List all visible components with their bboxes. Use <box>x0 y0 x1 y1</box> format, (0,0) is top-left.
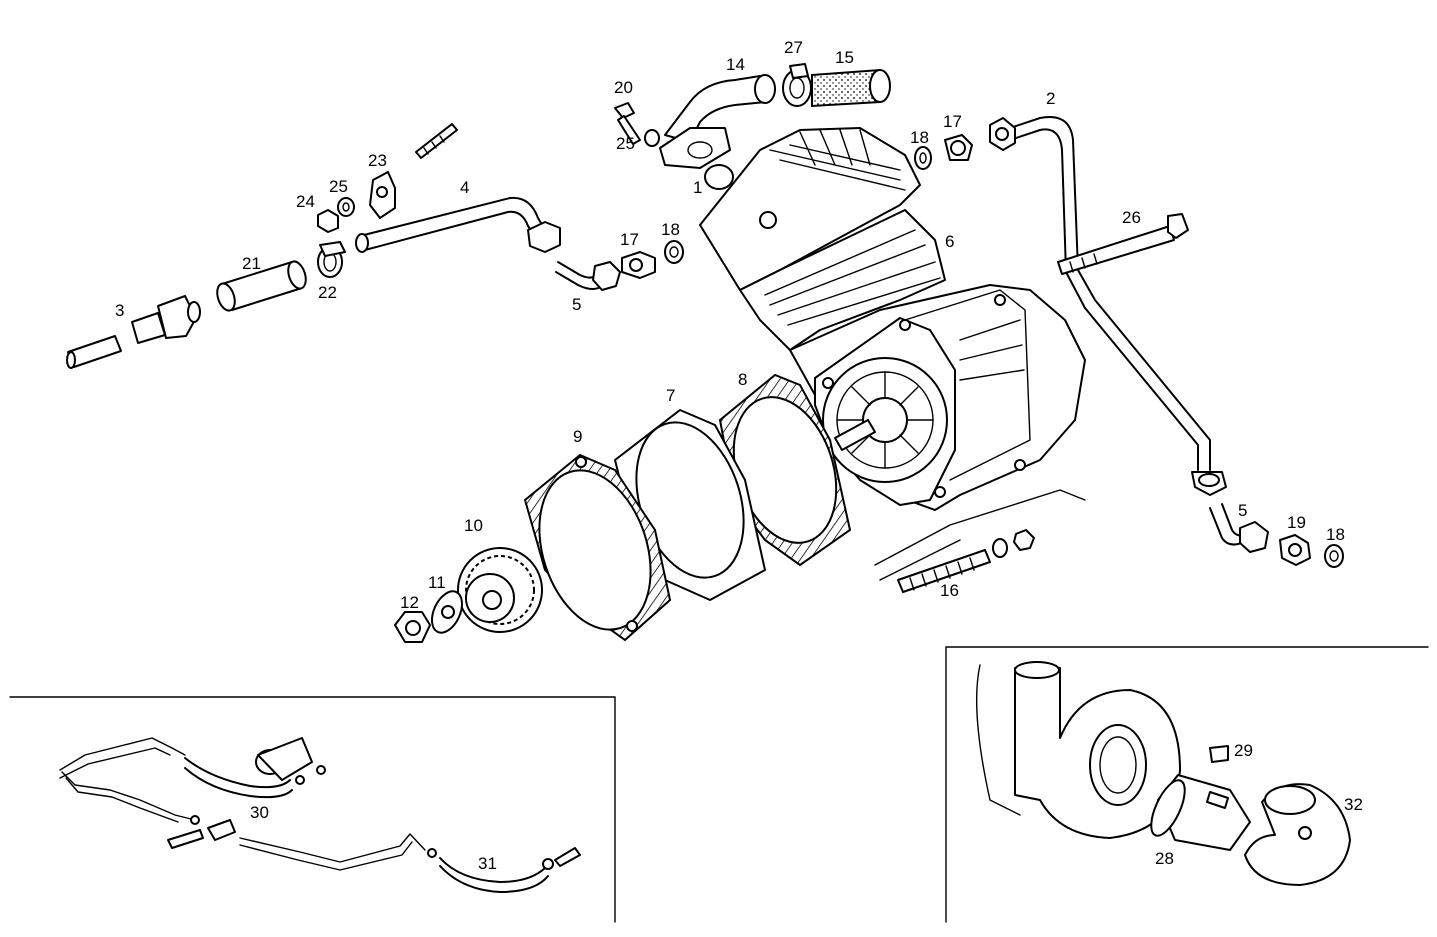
callout-23: 23 <box>368 151 387 170</box>
oring-1 <box>704 164 734 190</box>
callout-5-left: 5 <box>572 295 581 314</box>
hose-15 <box>811 68 891 108</box>
callout-3: 3 <box>115 301 124 320</box>
hose-21 <box>216 260 307 312</box>
bracket-23 <box>369 171 396 219</box>
callout-18-left: 18 <box>661 220 680 239</box>
callout-30: 30 <box>250 803 269 822</box>
compressor-body <box>699 127 1086 581</box>
elbow-32 <box>1244 783 1351 886</box>
callout-5-right: 5 <box>1238 501 1247 520</box>
callout-31: 31 <box>478 854 497 873</box>
callout-19: 19 <box>1287 513 1306 532</box>
nut-24 <box>317 209 339 233</box>
inset-right-frame <box>945 646 1429 923</box>
callout-16: 16 <box>940 581 959 600</box>
nut-12 <box>394 611 431 643</box>
clamp-22 <box>317 241 346 278</box>
callout-28: 28 <box>1155 849 1174 868</box>
clamp-27 <box>782 63 812 107</box>
adapter-28 <box>1150 774 1251 851</box>
washer-25-upper <box>644 129 660 147</box>
callout-29: 29 <box>1234 741 1253 760</box>
callout-25-upper: 25 <box>616 134 635 153</box>
gear-10 <box>457 547 543 633</box>
pipe-14 <box>659 74 776 169</box>
callout-14: 14 <box>726 55 745 74</box>
elbow-5-right <box>1209 503 1269 553</box>
callout-8: 8 <box>738 370 747 389</box>
pipe-2 <box>989 116 1227 496</box>
fitting-17-left <box>621 251 656 279</box>
inset-bolts <box>167 815 236 849</box>
bolt-20 <box>614 102 641 145</box>
callout-1: 1 <box>693 178 702 197</box>
callout-11: 11 <box>428 573 446 592</box>
turbo-housing <box>975 661 1181 839</box>
callout-15: 15 <box>835 48 854 67</box>
callout-22: 22 <box>318 283 337 302</box>
callout-17-right: 17 <box>943 112 962 131</box>
callout-25-left: 25 <box>329 177 348 196</box>
elbow-5-left <box>555 261 621 291</box>
callout-labels: 1 2 3 4 5 5 6 7 8 9 10 11 12 14 15 16 17… <box>115 38 1363 873</box>
callout-24: 24 <box>296 192 315 211</box>
callout-18-right: 18 <box>1326 525 1345 544</box>
hose-31 <box>427 847 581 893</box>
hose-30 <box>184 737 326 799</box>
callout-20: 20 <box>614 78 633 97</box>
callout-21: 21 <box>242 254 261 273</box>
stud-16 <box>897 529 1035 593</box>
callout-4: 4 <box>460 178 469 197</box>
bolt-26 <box>1057 213 1189 275</box>
callout-17-left: 17 <box>620 230 639 249</box>
washer-18-right <box>1324 544 1344 568</box>
callout-7: 7 <box>666 386 675 405</box>
fitting-3 <box>131 295 201 344</box>
washer-25-left <box>337 197 355 217</box>
callout-32: 32 <box>1344 795 1363 814</box>
callout-26: 26 <box>1122 208 1141 227</box>
washer-18-upper <box>914 146 932 170</box>
inset-pipe-system <box>59 737 426 871</box>
gasket-9 <box>523 453 672 642</box>
callout-27: 27 <box>784 38 803 57</box>
tube-stub-3 <box>66 335 122 369</box>
fitting-17-right <box>944 134 973 161</box>
callout-12: 12 <box>400 593 419 612</box>
washer-11 <box>430 590 464 634</box>
callout-18-upper: 18 <box>910 128 929 147</box>
callout-2: 2 <box>1046 89 1055 108</box>
callout-9: 9 <box>573 427 582 446</box>
callout-10: 10 <box>464 516 483 535</box>
fitting-19 <box>1279 534 1311 566</box>
inset-left-frame <box>9 696 616 923</box>
callout-6: 6 <box>945 232 954 251</box>
pipe-4 <box>355 196 561 253</box>
plug-29 <box>1209 745 1229 763</box>
stud-small <box>415 123 458 159</box>
washer-18-left <box>664 240 684 264</box>
